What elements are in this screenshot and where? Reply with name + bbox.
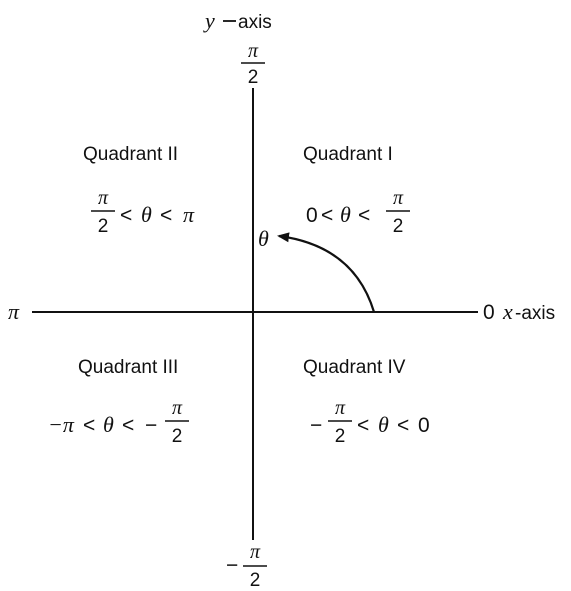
- q1-theta: θ: [340, 202, 351, 227]
- q4-less-than-1: <: [357, 414, 369, 437]
- q1-fraction-numerator: π: [393, 187, 404, 209]
- q2-theta: θ: [141, 202, 152, 227]
- quadrant-i-label: Quadrant I: [303, 144, 393, 165]
- q3-less-than-1: <: [83, 414, 95, 437]
- y-axis-word: axis: [238, 12, 272, 33]
- q1-zero: 0: [306, 204, 318, 227]
- x-axis-word: -axis: [515, 303, 555, 324]
- q2-fraction-numerator: π: [98, 187, 109, 209]
- right-axis-zero: 0: [483, 301, 495, 324]
- quadrant-iv-range: − π 2 < θ < 0: [310, 397, 430, 447]
- q1-fraction-denominator: 2: [393, 216, 404, 237]
- q4-fraction-numerator: π: [335, 397, 346, 419]
- top-fraction-denominator: 2: [248, 67, 259, 88]
- top-fraction-numerator: π: [248, 40, 259, 62]
- bottom-fraction-numerator: π: [250, 541, 261, 563]
- q3-less-than-2: <: [122, 414, 134, 437]
- q3-fraction-sign: −: [145, 414, 157, 437]
- left-axis-label: π: [8, 299, 20, 324]
- q1-less-than-1: <: [321, 204, 333, 227]
- q4-less-than-2: <: [397, 414, 409, 437]
- q4-theta: θ: [378, 412, 389, 437]
- x-axis-variable: x: [502, 299, 513, 324]
- y-axis-variable: y: [203, 8, 215, 33]
- q2-fraction-denominator: 2: [98, 216, 109, 237]
- quadrant-iv-label: Quadrant IV: [303, 357, 406, 378]
- q4-fraction-sign: −: [310, 414, 322, 437]
- bottom-fraction-sign: −: [226, 554, 238, 577]
- q4-zero: 0: [418, 414, 430, 437]
- q2-less-than-2: <: [160, 204, 172, 227]
- quadrant-ii-range: π 2 < θ < π: [91, 187, 195, 237]
- bottom-fraction-denominator: 2: [250, 570, 261, 591]
- quadrant-iii-range: −π < θ < − π 2: [48, 397, 189, 447]
- q2-less-than-1: <: [120, 204, 132, 227]
- angle-label: θ: [258, 226, 269, 251]
- q2-pi: π: [183, 202, 195, 227]
- q3-neg-pi: −π: [48, 412, 75, 437]
- q1-less-than-2: <: [358, 204, 370, 227]
- quadrant-ii-label: Quadrant II: [83, 144, 178, 165]
- q4-fraction-denominator: 2: [335, 426, 346, 447]
- quadrant-iii-label: Quadrant III: [78, 357, 178, 378]
- q3-theta: θ: [103, 412, 114, 437]
- q3-fraction-denominator: 2: [172, 426, 183, 447]
- quadrant-i-range: 0 < θ < π 2: [306, 187, 410, 237]
- angle-arrow: [277, 232, 376, 313]
- q3-fraction-numerator: π: [172, 397, 183, 419]
